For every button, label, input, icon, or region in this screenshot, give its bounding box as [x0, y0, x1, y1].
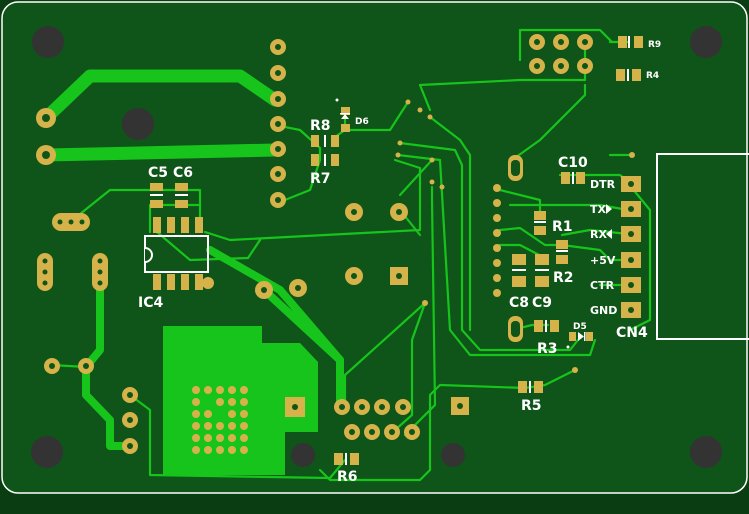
smd-parts [150, 36, 643, 465]
label-c5: C5 [148, 165, 168, 181]
ic4-pads [153, 217, 203, 290]
pin-label-gnd: GND [590, 304, 617, 317]
small-vias [342, 99, 635, 373]
oval-pads [37, 155, 523, 342]
pin-label-dtr: DTR [590, 178, 616, 191]
label-r9: R9 [648, 40, 661, 50]
cn4-outline [656, 153, 749, 340]
label-c6: C6 [173, 165, 193, 181]
diode-d6-icon [335, 98, 350, 119]
label-r2: R2 [553, 270, 574, 286]
label-r7: R7 [310, 171, 331, 187]
silk-outlines [150, 36, 630, 465]
label-d6: D6 [355, 117, 369, 127]
label-d5: D5 [573, 322, 587, 332]
pin-label-tx: TX [590, 203, 607, 216]
label-c9: C9 [532, 295, 552, 311]
label-c8: C8 [509, 295, 529, 311]
label-cn4: CN4 [616, 325, 648, 341]
pin-label-ctr: CTR [590, 279, 615, 292]
ic4-outline [144, 235, 209, 273]
label-r1: R1 [552, 219, 573, 235]
mounting-holes [31, 26, 722, 468]
cn4-pads [621, 176, 641, 318]
label-r6: R6 [337, 469, 358, 485]
label-r8: R8 [310, 118, 331, 134]
label-c10: C10 [558, 155, 588, 171]
rx-arrow-icon [606, 229, 612, 239]
pin-label-5v: +5V [590, 254, 616, 267]
label-ic4: IC4 [138, 295, 163, 311]
label-r5: R5 [521, 398, 542, 414]
power-traces [39, 69, 282, 162]
diode-d5-icon [566, 332, 586, 349]
label-r3: R3 [537, 341, 558, 357]
bottom-strip [0, 494, 749, 514]
tx-arrow-icon [606, 204, 612, 214]
label-r4: R4 [646, 71, 659, 81]
pad-holes [42, 39, 588, 449]
pin-label-rx: RX [590, 228, 607, 241]
via-grid [192, 386, 248, 454]
